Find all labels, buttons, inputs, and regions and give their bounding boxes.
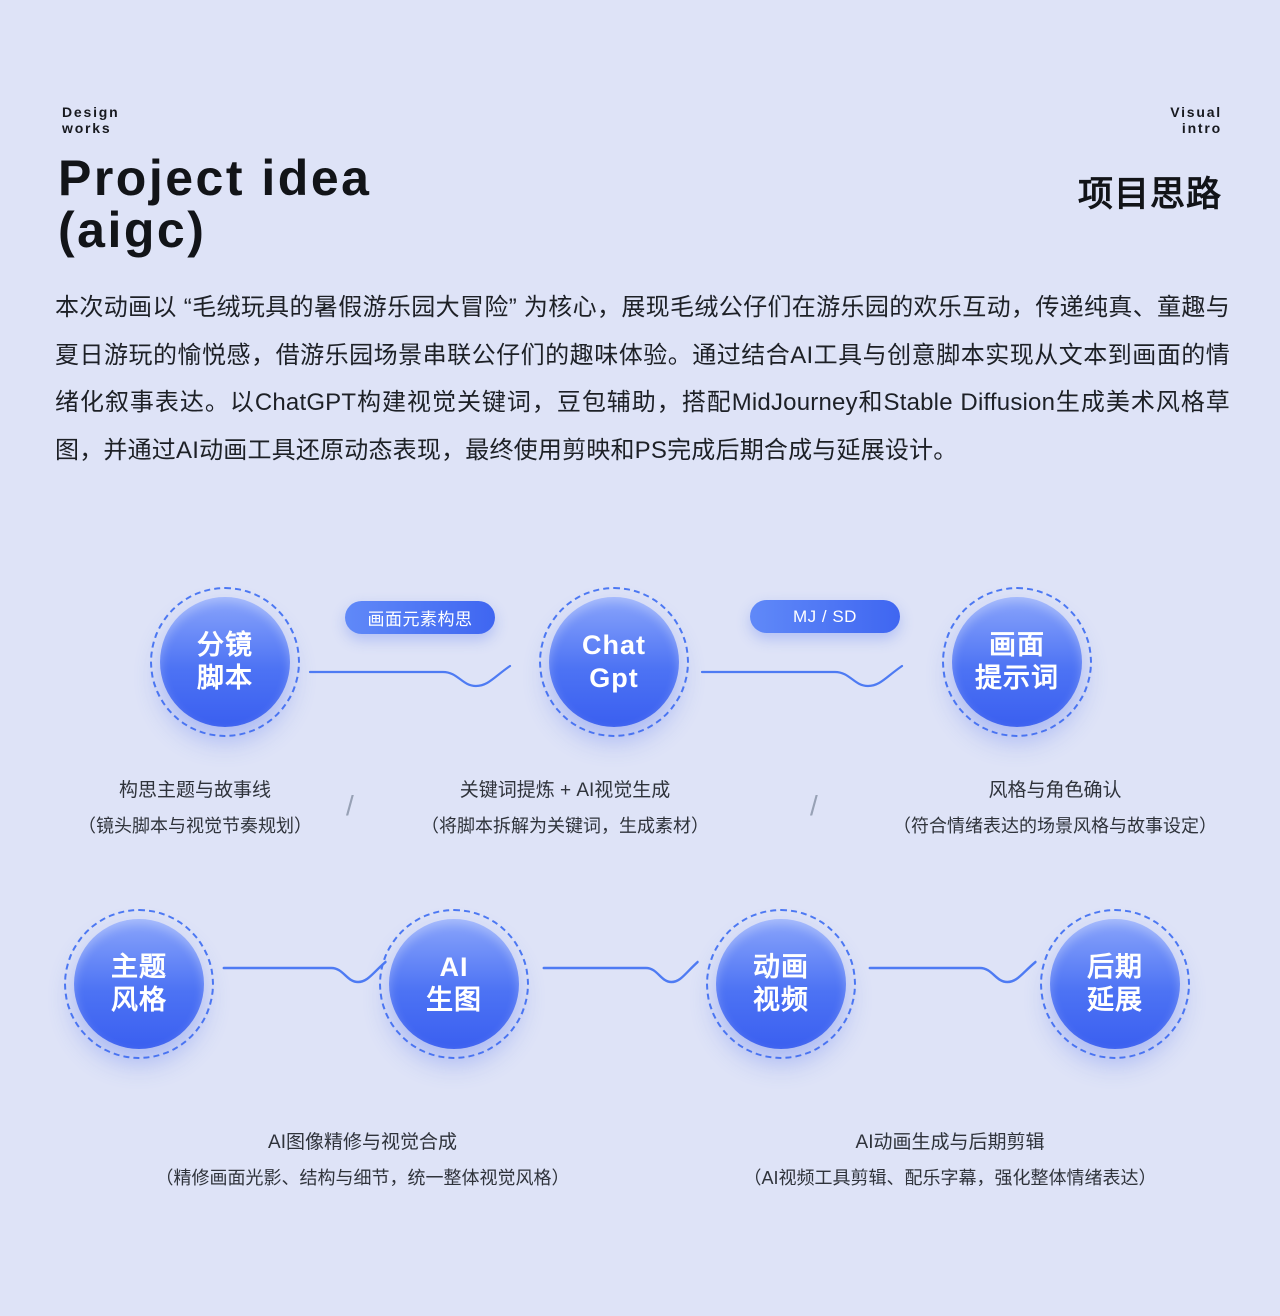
caption-sub: （镜头脚本与视觉节奏规划） xyxy=(78,816,312,836)
flow-node-label: Gpt xyxy=(589,663,639,693)
flow-node-chatgpt-circle: Chat Gpt xyxy=(549,597,679,727)
flow-arrow-icon xyxy=(222,958,388,988)
flow-node-label: 动画 xyxy=(753,952,809,982)
flow-arrow-icon xyxy=(868,958,1038,988)
caption-title: 关键词提炼 + AI视觉生成 xyxy=(459,780,671,801)
caption-separator: / xyxy=(346,790,354,821)
page-title-cn: 项目思路 xyxy=(1077,175,1222,214)
flow-node-prompt-circle: 画面 提示词 xyxy=(952,597,1082,727)
caption-ai-video-edit: AI动画生成与后期剪辑 （AI视频工具剪辑、配乐字幕，强化整体情绪表达） xyxy=(720,1133,1180,1187)
caption-storyline: 构思主题与故事线 （镜头脚本与视觉节奏规划） xyxy=(45,781,345,835)
flow-node-ai-image-circle: AI 生图 xyxy=(389,919,519,1049)
badge-scene-elements: 画面元素构思 xyxy=(345,601,495,634)
flow-node-post-extension-circle: 后期 延展 xyxy=(1050,919,1180,1049)
flow-node-label: 主题 xyxy=(111,952,167,982)
caption-sub: （将脚本拆解为关键词，生成素材） xyxy=(421,816,709,836)
flow-node-storyboard-circle: 分镜 脚本 xyxy=(160,597,290,727)
flow-node-label: 分镜 xyxy=(197,630,253,660)
flow-node-animation-video: 动画 视频 xyxy=(706,909,856,1059)
flow-node-prompt: 画面 提示词 xyxy=(942,587,1092,737)
flow-node-chatgpt: Chat Gpt xyxy=(539,587,689,737)
caption-sub: （AI视频工具剪辑、配乐字幕，强化整体情绪表达） xyxy=(743,1168,1157,1188)
badge-mj-sd: MJ / SD xyxy=(750,600,900,633)
caption-title: 风格与角色确认 xyxy=(988,780,1122,801)
flow-node-label: 后期 xyxy=(1087,952,1143,982)
flow-node-label: 画面 xyxy=(989,630,1045,660)
caption-keywords: 关键词提炼 + AI视觉生成 （将脚本拆解为关键词，生成素材） xyxy=(395,781,735,835)
flow-node-label: 风格 xyxy=(111,985,167,1015)
flow-node-label: 脚本 xyxy=(197,663,253,693)
caption-sub: （精修画面光影、结构与细节，统一整体视觉风格） xyxy=(155,1168,570,1188)
corner-label-visual-intro: Visual intro xyxy=(1170,104,1222,136)
flow-node-animation-video-circle: 动画 视频 xyxy=(716,919,846,1049)
page-title-line-2: (aigc) xyxy=(58,202,207,258)
flow-node-theme-style: 主题 风格 xyxy=(64,909,214,1059)
caption-title: AI动画生成与后期剪辑 xyxy=(855,1132,1045,1153)
flow-node-label: Chat xyxy=(582,630,646,660)
caption-title: AI图像精修与视觉合成 xyxy=(268,1132,457,1153)
flow-arrow-icon xyxy=(308,662,513,692)
corner-label-design-works: Design works xyxy=(62,104,120,136)
flow-node-label: AI xyxy=(439,952,469,982)
caption-separator: / xyxy=(810,790,818,821)
caption-style-confirm: 风格与角色确认 （符合情绪表达的场景风格与故事设定） xyxy=(870,781,1240,835)
flow-arrow-icon xyxy=(542,958,700,988)
page-title-line-1: Project idea xyxy=(58,150,372,206)
caption-title: 构思主题与故事线 xyxy=(118,780,271,801)
flow-node-ai-image: AI 生图 xyxy=(379,909,529,1059)
flow-arrow-icon xyxy=(700,662,905,692)
flow-node-label: 延展 xyxy=(1087,985,1143,1015)
page-title-en: Project idea (aigc) xyxy=(58,152,371,256)
caption-sub: （符合情绪表达的场景风格与故事设定） xyxy=(893,816,1217,836)
intro-paragraph: 本次动画以 “毛绒玩具的暑假游乐园大冒险” 为核心，展现毛绒公仔们在游乐园的欢乐… xyxy=(55,294,1230,464)
flow-node-post-extension: 后期 延展 xyxy=(1040,909,1190,1059)
flow-node-storyboard: 分镜 脚本 xyxy=(150,587,300,737)
flow-node-label: 视频 xyxy=(753,985,809,1015)
caption-ai-image-refine: AI图像精修与视觉合成 （精修画面光影、结构与细节，统一整体视觉风格） xyxy=(140,1133,585,1187)
flow-node-theme-style-circle: 主题 风格 xyxy=(74,919,204,1049)
flow-node-label: 生图 xyxy=(426,985,482,1015)
flow-node-label: 提示词 xyxy=(975,663,1059,693)
